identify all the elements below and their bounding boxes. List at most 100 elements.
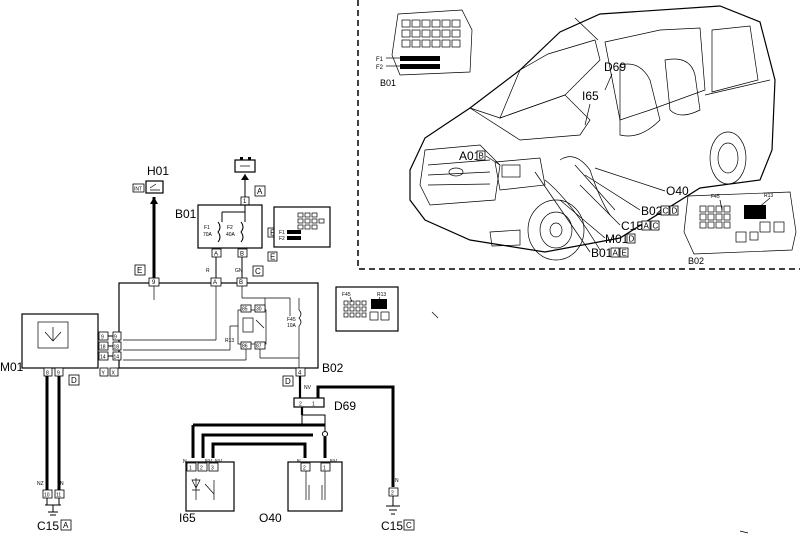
- m01-pin-y: Y: [102, 371, 106, 377]
- callout-c15: C15: [621, 219, 643, 233]
- i65-pin-3: 3: [211, 466, 214, 472]
- b01-locator-f2: F2: [279, 236, 285, 242]
- callout-a01-tag: B: [479, 152, 484, 161]
- fuse-f2-name: F2: [227, 225, 233, 231]
- m01-pin-8: 8: [46, 371, 49, 377]
- b02-pin-14: 14: [114, 355, 120, 361]
- c15-left-tag: A: [63, 521, 69, 530]
- b02-pin-a: A: [213, 280, 217, 286]
- m01-tag: D: [71, 376, 77, 385]
- d69-code: D69: [334, 399, 356, 413]
- m01-pin-14: 14: [100, 355, 106, 361]
- d69-pin-2: 2: [299, 402, 302, 408]
- o40-component: 2 1 O40: [259, 461, 343, 525]
- relay-pin-30: 30: [256, 307, 262, 313]
- i65-pin-1: 1: [189, 466, 192, 472]
- vehicle-location-panel: F1 F2 B01: [357, 0, 800, 270]
- fuse-f2-rating: 40A: [226, 232, 236, 238]
- battery-symbol: A 1: [234, 157, 266, 206]
- callout-b02: B02: [641, 204, 663, 218]
- b02-inset-r13-label: R13: [764, 193, 773, 199]
- c15-right-tag: C: [406, 521, 412, 530]
- fuse-f1-name: F1: [204, 225, 210, 231]
- c15-left-ground: 10 11 C15 A: [37, 489, 72, 533]
- i65-code: I65: [179, 511, 196, 525]
- m01-pin-9: 9: [101, 335, 104, 341]
- wire-color-n-i65: N: [183, 459, 187, 465]
- b02-inset-code: B02: [688, 256, 704, 266]
- wire-color-n-right: N: [395, 478, 399, 484]
- b01-inset-f1-label: F1: [376, 57, 384, 63]
- c15-right-pin-2: 2: [391, 491, 394, 497]
- b01-pin-b: B: [240, 252, 244, 258]
- b02-pin-9-top: 9: [152, 280, 156, 286]
- o40-pin-1: 1: [323, 466, 326, 472]
- b02-pin-9-left: 9: [114, 335, 117, 341]
- c15-left-pin-10: 10: [44, 493, 50, 499]
- h01-code: H01: [147, 164, 169, 178]
- c15-right-ground: 2 C15 C: [381, 487, 415, 533]
- m01-pin-x: X: [112, 371, 116, 377]
- wire-color-gn: GN: [235, 268, 243, 274]
- h01-component: H01 INT: [132, 164, 169, 194]
- m01-component: M01 9 18 14 Y X 8 9 D: [0, 313, 119, 386]
- relay-pin-85: 85: [242, 307, 248, 313]
- battery-tag: A: [257, 187, 263, 196]
- callout-a01: A01: [459, 149, 481, 163]
- b01-fusebox-inset: F1 F2 B01: [376, 9, 473, 88]
- d69-tag: D: [285, 377, 291, 386]
- callout-m01: M01: [605, 232, 629, 246]
- b01-inset-f2-label: F2: [376, 65, 384, 71]
- callout-b01-tag-e: E: [622, 249, 627, 258]
- van-drawing: [409, 5, 776, 261]
- callout-i65: I65: [582, 89, 599, 103]
- wire-color-n-left: N: [60, 481, 64, 487]
- b01-inset-code: B01: [380, 78, 396, 88]
- callout-b01: B01: [591, 246, 613, 260]
- c15-left-pin-11: 11: [56, 493, 61, 499]
- callout-b02-tag-d: D: [672, 207, 678, 216]
- b02-component: 9 A B 85 30 86 87 R13 F45 10A: [112, 277, 344, 377]
- callout-b02-tag-c: C: [663, 207, 669, 216]
- c15-left-code: C15: [37, 519, 59, 533]
- m01-code: M01: [0, 360, 24, 374]
- c15-right-code: C15: [381, 519, 403, 533]
- b01-tag-e2: E: [270, 253, 275, 262]
- wire-color-r: R: [206, 268, 210, 274]
- h01-wire-tag-e: E: [137, 266, 142, 275]
- b02-locator-r13: R13: [377, 292, 386, 298]
- d69-pin-1: 1: [312, 402, 315, 408]
- callout-d69: D69: [604, 60, 626, 74]
- b01-tag-e1: E: [270, 229, 275, 238]
- b02-code: B02: [322, 361, 344, 375]
- b01-location-inset: F1 F2: [273, 206, 331, 248]
- h01-tag: INT: [134, 187, 142, 193]
- b02-tag-c: C: [255, 267, 261, 276]
- b01-component: B01 F1 70A F2 40A A B E E: [175, 204, 278, 262]
- b02-pin-18: 18: [114, 345, 120, 351]
- b02-inset-f45-label: F45: [711, 194, 720, 200]
- callout-c15-tag-a: A: [644, 222, 650, 231]
- fuse-f1-rating: 70A: [203, 232, 213, 238]
- wire-color-nv-top: NV: [304, 385, 312, 391]
- b02-bodycomputer-inset: F45 R13 B02: [683, 191, 797, 266]
- b01-locator-f1: F1: [279, 230, 285, 236]
- b01-pin-a: A: [214, 252, 218, 258]
- callout-b01-tag-a: A: [613, 249, 619, 258]
- relay-pin-86: 86: [242, 344, 248, 350]
- o40-pin-2: 2: [303, 466, 306, 472]
- callout-c15-tag-c: C: [653, 222, 659, 231]
- fuse-f45-name: F45: [287, 317, 296, 323]
- b02-pin-4: 4: [298, 371, 302, 377]
- m01-pin-9b: 9: [57, 371, 60, 377]
- i65-pin-2: 2: [200, 466, 203, 472]
- i65-component: 1 2 3 I65: [179, 461, 235, 525]
- callout-m01-tag: D: [629, 235, 635, 244]
- wire-color-nz: NZ: [37, 481, 44, 487]
- m01-pin-18: 18: [100, 345, 106, 351]
- b02-location-inset: F45 R13: [335, 286, 399, 332]
- d69-connector: 2 1 D69: [293, 397, 356, 413]
- b01-code: B01: [175, 207, 197, 221]
- b02-pin-b: B: [239, 280, 243, 286]
